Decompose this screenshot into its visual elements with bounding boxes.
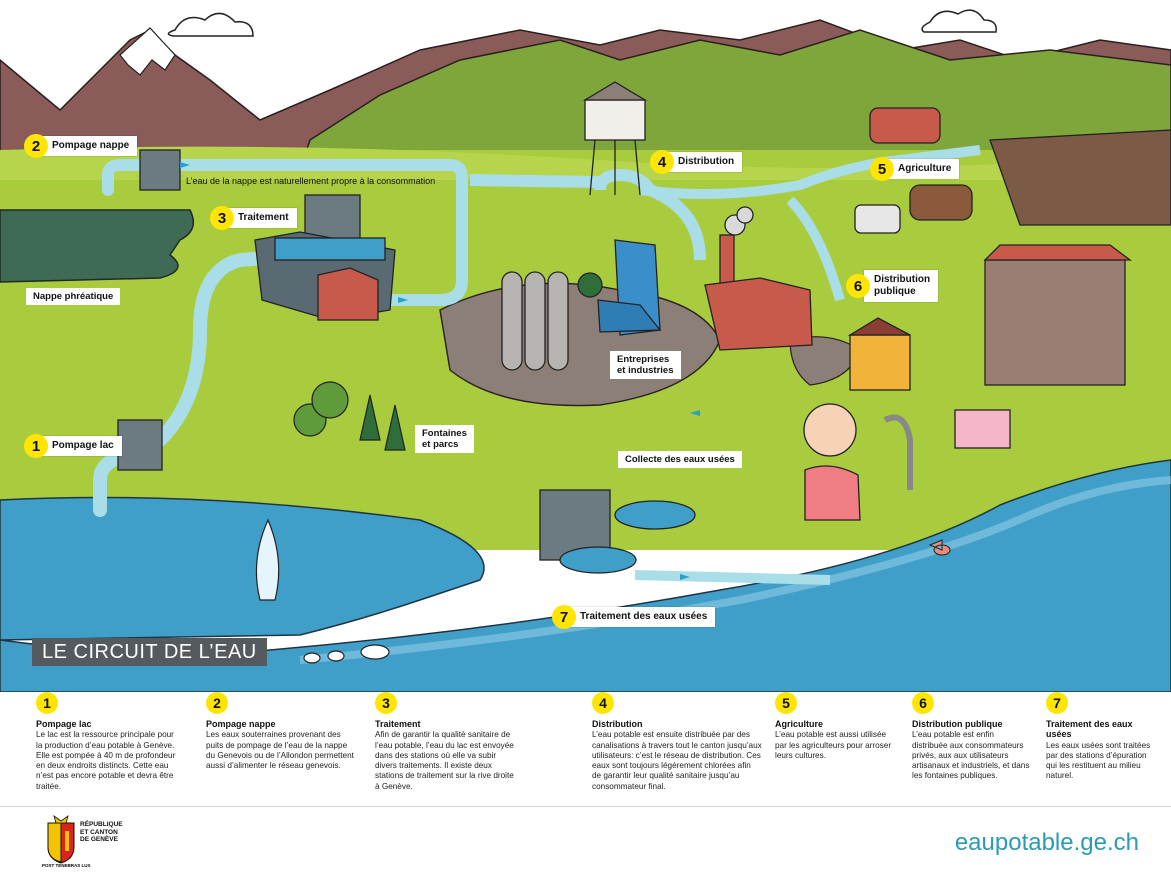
legend-text: L’eau potable est aussi utilisée par les… [775, 730, 892, 760]
label-line-1: Distribution [874, 274, 931, 285]
label-agriculture: 5 Agriculture [870, 157, 960, 181]
landscape-illustration [0, 9, 1171, 692]
legend-text: Les eaux souterraines provenant des puit… [206, 730, 354, 771]
label-text: Traitement [228, 208, 297, 228]
label-line-2: et parcs [422, 439, 459, 450]
legend: 1 Pompage lac Le lac est la ressource pr… [0, 692, 1171, 802]
step-badge: 6 [912, 692, 934, 714]
legend-item-7: 7 Traitement des eaux usées Les eaux usé… [1046, 692, 1158, 782]
legend-heading: Distribution [592, 719, 643, 729]
label-text: Pompage lac [42, 436, 122, 456]
flow-arrows [180, 162, 700, 580]
motto: POST TENEBRAS LUX [42, 863, 91, 868]
label-line-1: Entreprises [617, 354, 670, 365]
step-badge: 7 [1046, 692, 1068, 714]
step-badge: 2 [24, 134, 48, 158]
org-line-1: RÉPUBLIQUE [80, 821, 123, 828]
cloud-icon [167, 9, 997, 37]
label-traitement: 3 Traitement [210, 206, 297, 230]
legend-item-3: 3 Traitement Afin de garantir la qualité… [375, 692, 517, 792]
legend-heading: Traitement [375, 719, 421, 729]
glass-building-icon [597, 239, 662, 336]
org-name: RÉPUBLIQUE ET CANTON DE GENÈVE [80, 821, 123, 844]
step-badge: 3 [375, 692, 397, 714]
legend-item-6: 6 Distribution publique L’eau potable es… [912, 692, 1030, 782]
legend-heading: Traitement des eaux usées [1046, 719, 1133, 740]
legend-heading: Agriculture [775, 719, 824, 729]
girl-drinking-icon [803, 403, 913, 521]
swans-icon [303, 644, 390, 664]
note-nappe: L’eau de la nappe est naturellement prop… [186, 176, 436, 186]
legend-heading: Pompage lac [36, 719, 92, 729]
step-badge: 4 [592, 692, 614, 714]
legend-heading: Pompage nappe [206, 719, 276, 729]
legend-item-5: 5 Agriculture L’eau potable est aussi ut… [775, 692, 893, 761]
treatment-plant-icon [254, 194, 396, 321]
legend-text: Afin de garantir la qualité sanitaire de… [375, 730, 514, 791]
legend-text: L’eau potable est ensuite distribuée par… [592, 730, 762, 791]
houses-icon [847, 244, 1132, 449]
label-line-2: publique [874, 286, 916, 297]
legend-text: L’eau potable est enfin distribuée aux c… [912, 730, 1030, 781]
farm-icon [854, 107, 1171, 234]
well-pump-2-icon [139, 149, 181, 191]
step-badge: 7 [552, 605, 576, 629]
well-pump-1-icon [117, 419, 163, 471]
step-badge: 1 [24, 434, 48, 458]
label-traitement-eaux-usees: 7 Traitement des eaux usées [552, 605, 716, 629]
step-badge: 1 [36, 692, 58, 714]
label-nappe-phreatique: Nappe phréatique [26, 288, 121, 305]
label-line-1: Fontaines [422, 428, 467, 439]
label-text: Pompage nappe [42, 136, 138, 156]
step-badge: 6 [846, 274, 870, 298]
footer: RÉPUBLIQUE ET CANTON DE GENÈVE POST TENE… [0, 806, 1171, 877]
step-badge: 2 [206, 692, 228, 714]
water-tower-icon [582, 81, 648, 196]
page-title: LE CIRCUIT DE L’EAU [32, 638, 267, 666]
step-badge: 3 [210, 206, 234, 230]
org-line-3: DE GENÈVE [80, 836, 118, 843]
label-distribution: 4 Distribution [650, 150, 743, 174]
label-text: Agriculture [888, 159, 960, 179]
label-collecte-eaux-usees: Collecte des eaux usées [618, 451, 742, 468]
legend-text: Le lac est la ressource principale pour … [36, 730, 176, 791]
silos-icon [501, 271, 569, 371]
legend-item-4: 4 Distribution L’eau potable est ensuite… [592, 692, 762, 792]
label-text: Distribution [668, 152, 743, 172]
label-line-2: et industries [617, 365, 674, 376]
geneva-coat-of-arms-icon [47, 815, 75, 864]
step-badge: 5 [775, 692, 797, 714]
illustration: 1 Pompage lac 2 Pompage nappe 3 Traiteme… [0, 9, 1171, 692]
label-pompage-lac: 1 Pompage lac [24, 434, 122, 458]
website-link[interactable]: eaupotable.ge.ch [954, 829, 1139, 856]
legend-text: Les eaux usées sont traitées par des sta… [1046, 740, 1151, 781]
legend-item-2: 2 Pompage nappe Les eaux souterraines pr… [206, 692, 354, 771]
wastewater-plant-icon [539, 489, 831, 585]
step-badge: 4 [650, 150, 674, 174]
org-line-2: ET CANTON [80, 828, 118, 836]
step-badge: 5 [870, 157, 894, 181]
factory-icon [704, 206, 813, 351]
fish-icon [928, 539, 951, 556]
trees-icon [293, 272, 603, 451]
legend-item-1: 1 Pompage lac Le lac est la ressource pr… [36, 692, 178, 792]
label-text: Traitement des eaux usées [570, 607, 716, 627]
label-pompage-nappe: 2 Pompage nappe [24, 134, 138, 158]
jet-fountain-icon [255, 518, 280, 601]
legend-heading: Distribution publique [912, 719, 1003, 729]
